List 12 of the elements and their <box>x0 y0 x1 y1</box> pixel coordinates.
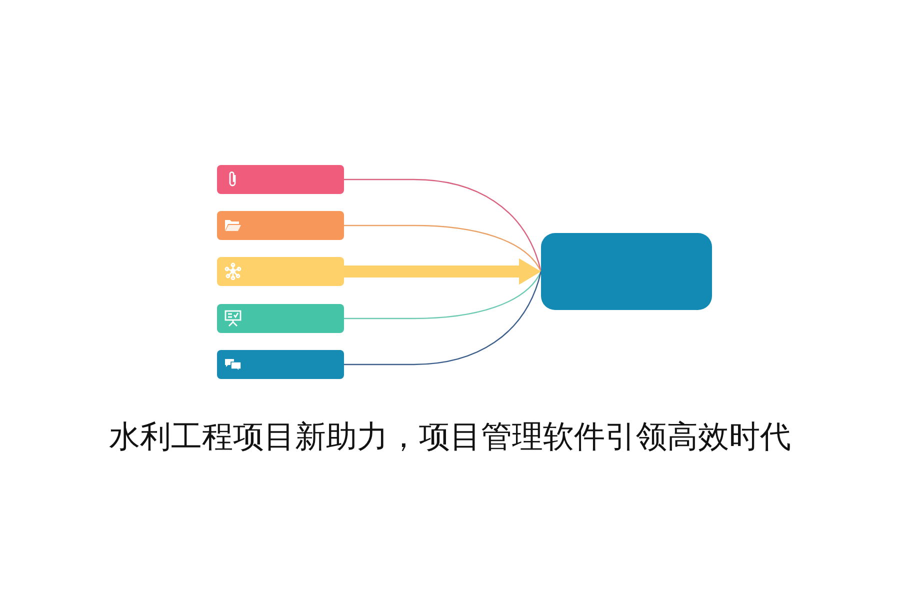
item-bar <box>217 211 344 240</box>
title: 水利工程项目新助力，项目管理软件引领高效时代 <box>108 418 792 457</box>
connector-line <box>344 178 542 272</box>
item-bar <box>217 350 344 379</box>
item-bar <box>217 304 344 333</box>
item-bar <box>217 257 344 286</box>
connector-line <box>344 224 542 272</box>
arrow <box>344 258 541 285</box>
item-bar <box>217 165 344 194</box>
central-box <box>541 233 712 310</box>
connector-line <box>344 271 542 320</box>
connector-line <box>344 271 542 366</box>
